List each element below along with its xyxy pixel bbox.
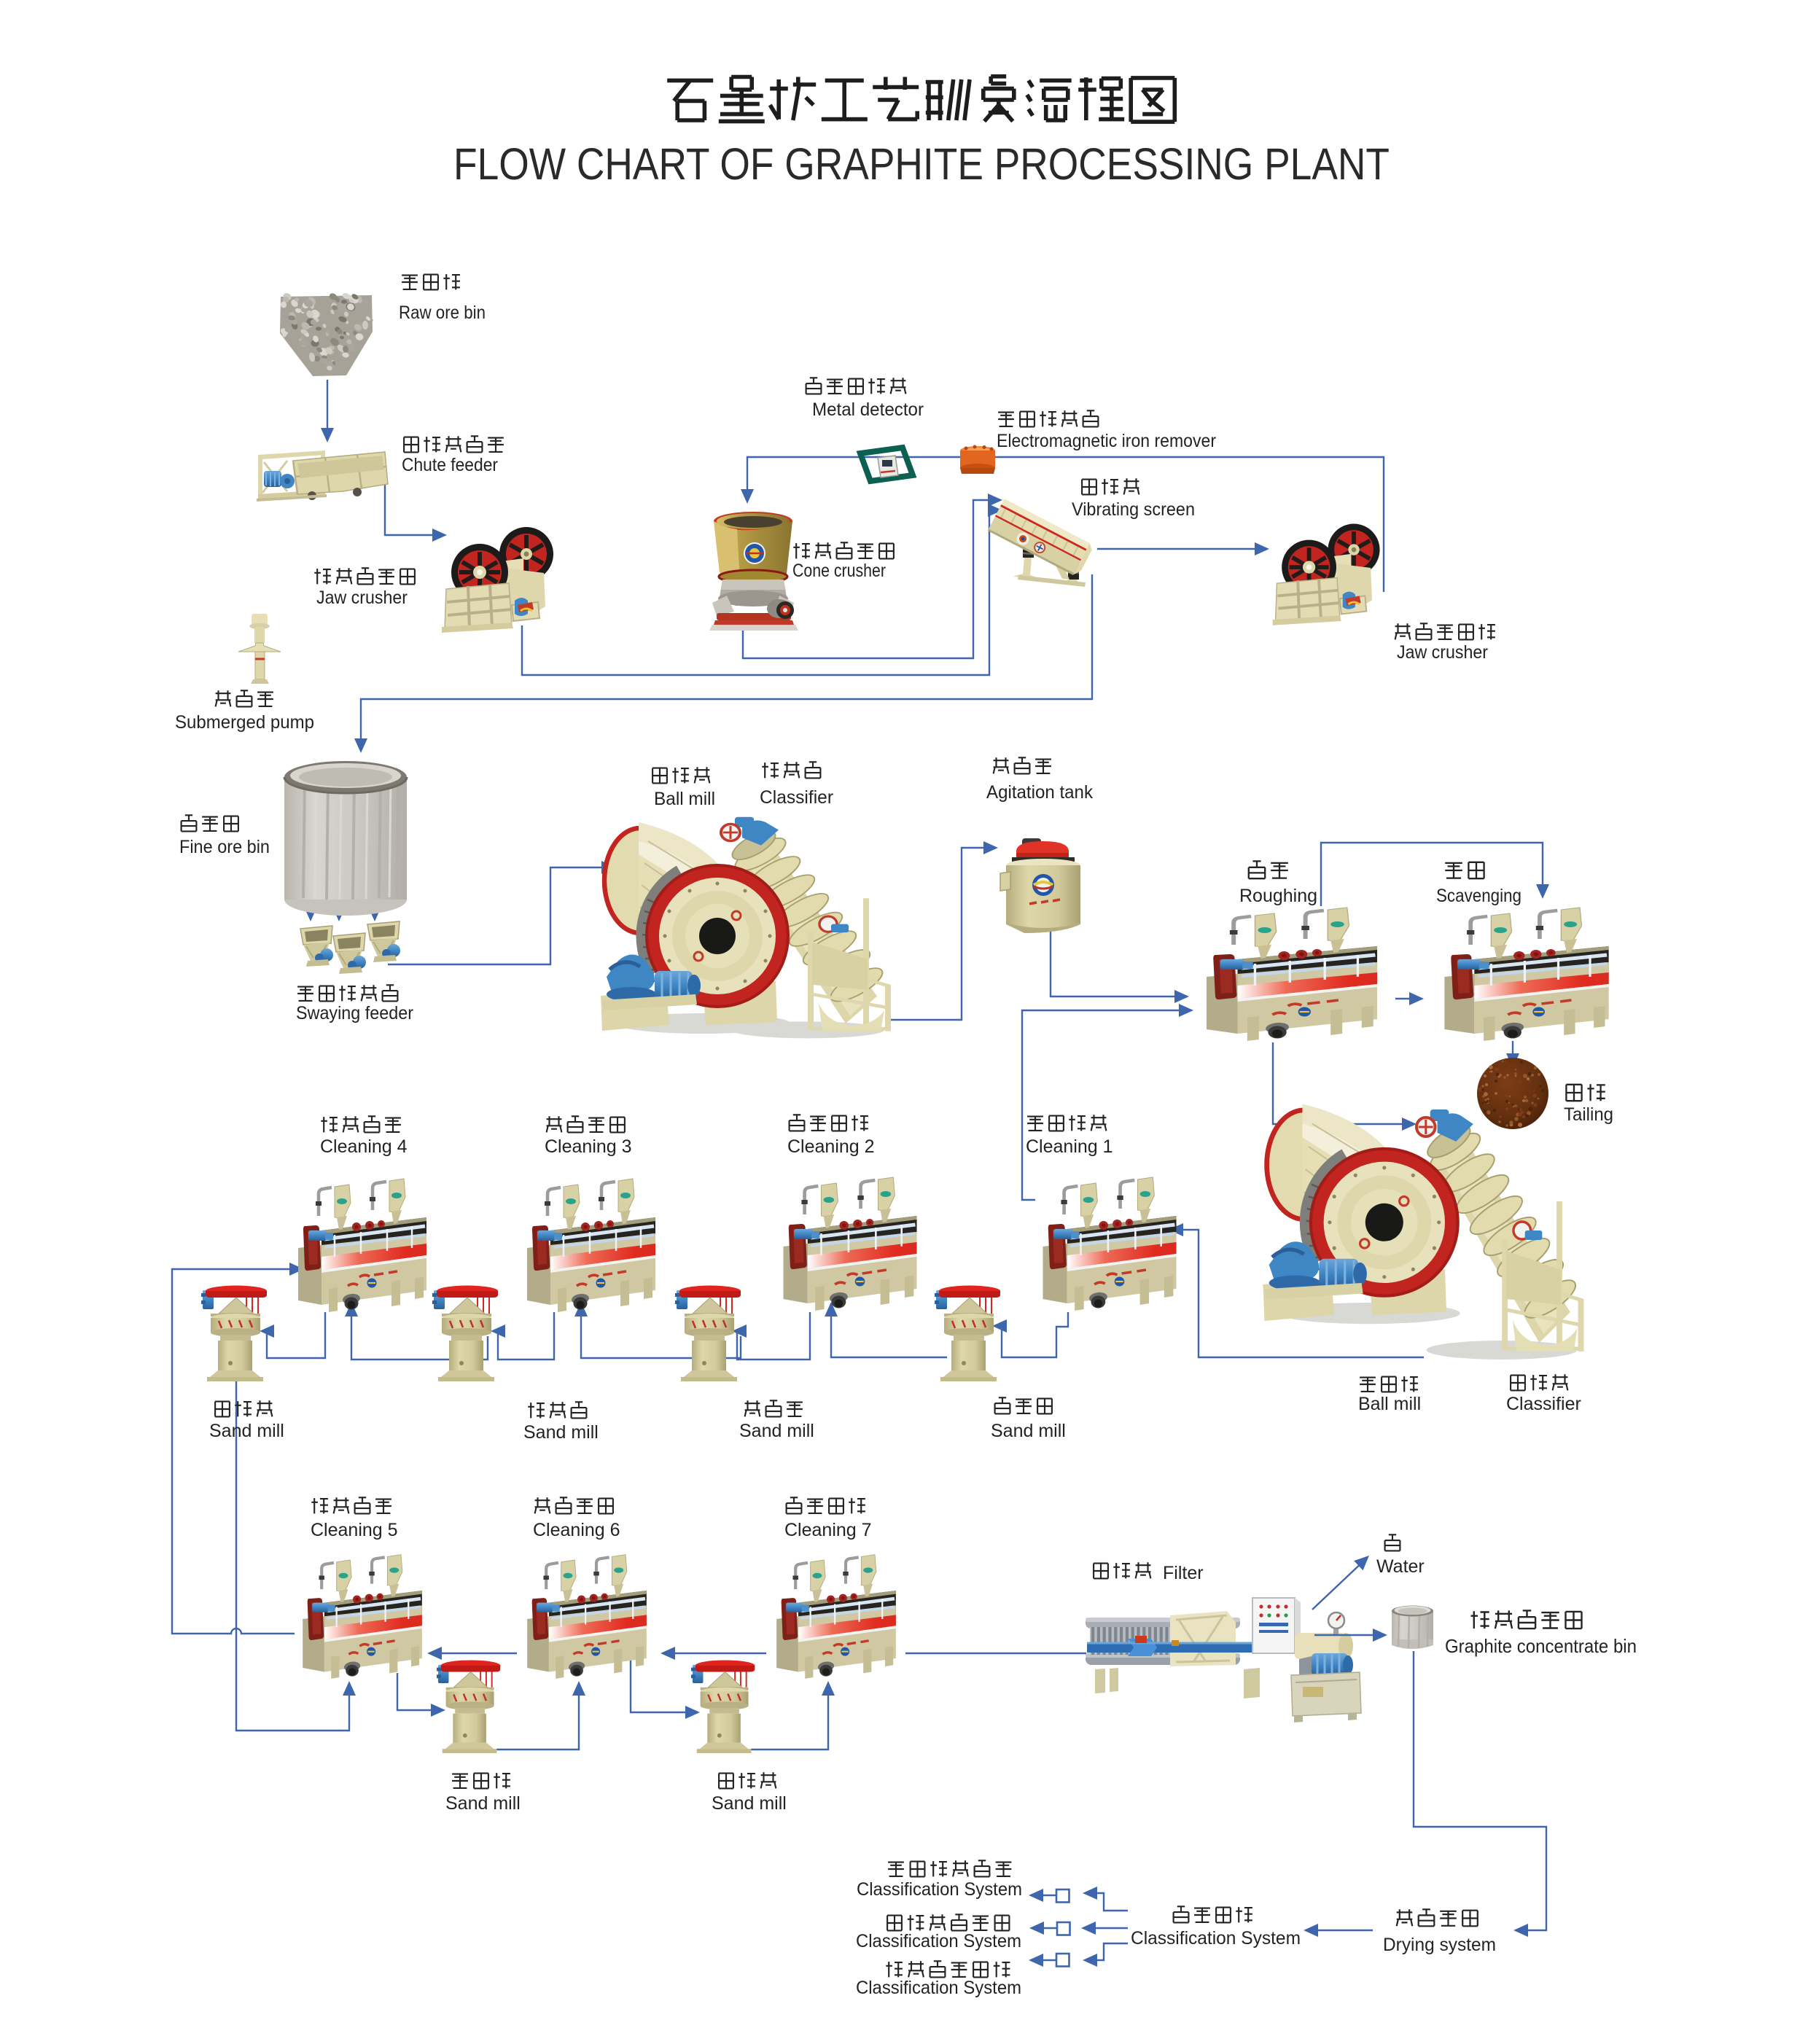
svg-text:Jaw crusher: Jaw crusher <box>1397 642 1488 663</box>
svg-text:Electromagnetic iron remover: Electromagnetic iron remover <box>997 431 1216 451</box>
svg-text:Cleaning 2: Cleaning 2 <box>787 1136 875 1157</box>
svg-text:Vibrating screen: Vibrating screen <box>1072 499 1195 520</box>
svg-text:Jaw crusher: Jaw crusher <box>316 588 408 608</box>
svg-text:Classification System: Classification System <box>1131 1928 1301 1949</box>
svg-text:Sand mill: Sand mill <box>712 1793 787 1814</box>
svg-text:Fine ore bin: Fine ore bin <box>179 837 270 857</box>
svg-text:Swaying feeder: Swaying feeder <box>296 1003 413 1023</box>
svg-text:Sand mill: Sand mill <box>991 1421 1066 1441</box>
svg-text:Cleaning 4: Cleaning 4 <box>320 1136 408 1157</box>
svg-text:Classification System: Classification System <box>857 1879 1022 1900</box>
svg-text:Roughing: Roughing <box>1239 886 1317 906</box>
svg-text:Classifier: Classifier <box>760 787 833 808</box>
svg-text:Filter: Filter <box>1163 1563 1204 1583</box>
svg-text:Classifier: Classifier <box>1506 1394 1581 1414</box>
svg-text:Water: Water <box>1376 1556 1425 1577</box>
svg-text:Metal detector: Metal detector <box>812 399 924 420</box>
svg-text:Agitation tank: Agitation tank <box>986 782 1093 803</box>
svg-text:Cleaning 5: Cleaning 5 <box>311 1520 398 1540</box>
svg-text:Chute feeder: Chute feeder <box>402 455 498 475</box>
svg-text:Ball mill: Ball mill <box>654 789 715 809</box>
svg-text:Cleaning 6: Cleaning 6 <box>533 1520 620 1540</box>
svg-text:Classification System: Classification System <box>856 1931 1021 1951</box>
svg-text:Submerged pump: Submerged pump <box>175 712 314 733</box>
svg-text:Sand mill: Sand mill <box>523 1422 599 1443</box>
svg-text:Cleaning 3: Cleaning 3 <box>545 1136 632 1157</box>
svg-text:Sand mill: Sand mill <box>209 1421 284 1441</box>
svg-text:Tailing: Tailing <box>1564 1104 1613 1125</box>
svg-text:Classification System: Classification System <box>856 1978 1021 1998</box>
svg-text:FLOW CHART OF GRAPHITE PROCESS: FLOW CHART OF GRAPHITE PROCESSING PLANT <box>453 139 1390 189</box>
svg-text:Drying system: Drying system <box>1383 1935 1496 1955</box>
svg-text:Cone crusher: Cone crusher <box>792 561 886 581</box>
svg-text:Cleaning 1: Cleaning 1 <box>1026 1136 1113 1157</box>
svg-text:Ball mill: Ball mill <box>1358 1394 1421 1414</box>
svg-text:Scavenging: Scavenging <box>1436 886 1521 906</box>
svg-text:Graphite concentrate bin: Graphite concentrate bin <box>1445 1635 1637 1657</box>
svg-text:Raw ore bin: Raw ore bin <box>399 303 486 323</box>
svg-text:Cleaning 7: Cleaning 7 <box>784 1520 872 1540</box>
svg-text:Sand mill: Sand mill <box>445 1793 521 1814</box>
svg-text:Sand mill: Sand mill <box>739 1421 814 1441</box>
